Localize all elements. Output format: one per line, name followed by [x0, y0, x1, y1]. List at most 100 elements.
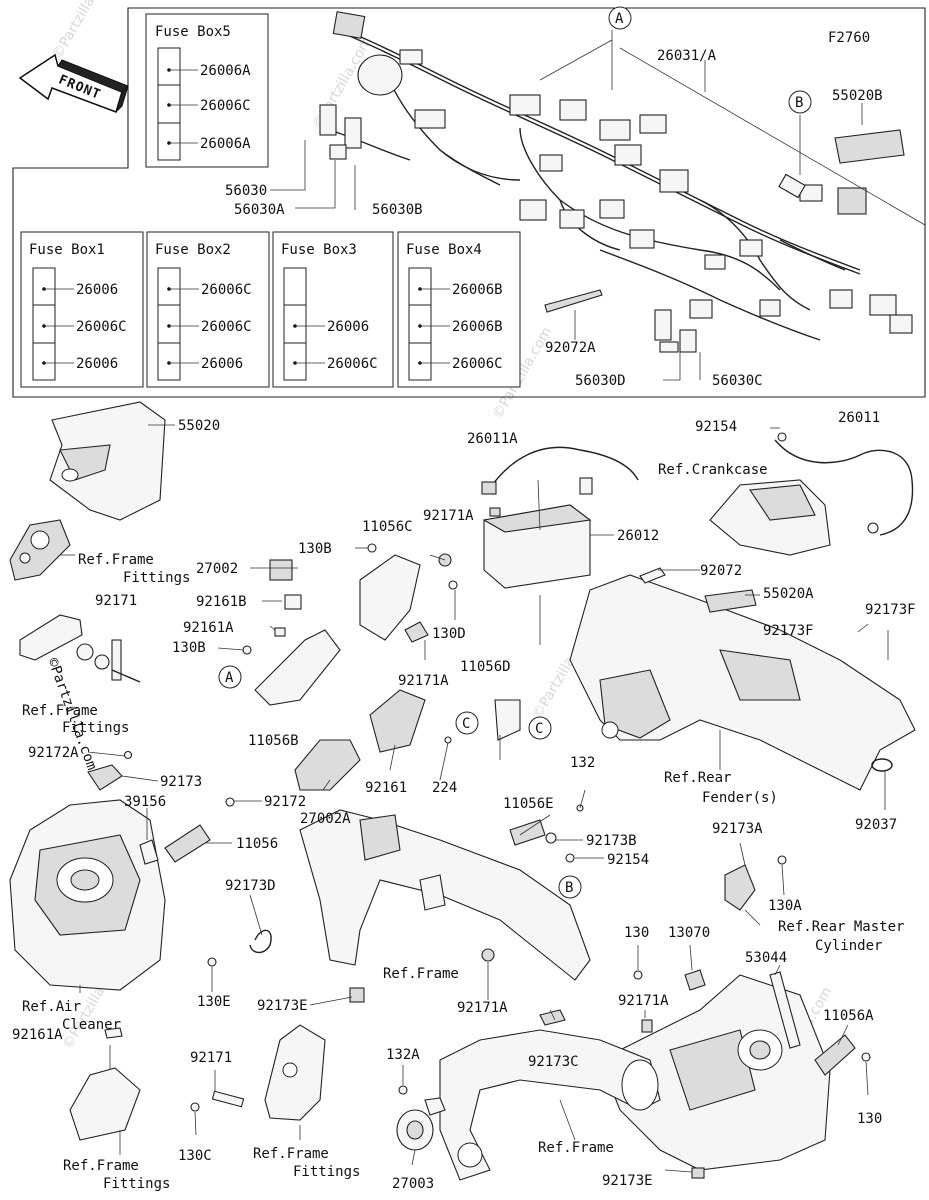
part-number-label: 92173E — [602, 1173, 653, 1189]
fuse-part-number: 26006 — [76, 356, 118, 372]
part-number-label: 92173F — [763, 623, 814, 639]
ref-label-line: Fittings — [123, 570, 190, 586]
part-number-label: 92171A — [457, 1000, 508, 1016]
part-number-label: 130 — [624, 925, 649, 941]
part-number-label: 92161A — [12, 1027, 63, 1043]
horn-27003 — [396, 1097, 446, 1151]
part-number-label: 56030 — [225, 183, 267, 199]
part-number-label: 55020 — [178, 418, 220, 434]
ref-label-line: Fender(s) — [702, 790, 778, 806]
bracket-lower-left — [69, 1027, 141, 1141]
front-arrow: FRONT — [18, 53, 129, 113]
part-number-label: 130 — [857, 1111, 882, 1127]
fuse-box-3: Fuse Box3 26006 26006C — [272, 231, 394, 388]
cover-55020 — [49, 401, 166, 521]
part-number-label: 11056B — [248, 733, 299, 749]
upper-leader-lines — [270, 30, 926, 381]
ref-label-line: Ref.Frame — [78, 552, 154, 568]
ref-label-line: Fittings — [103, 1176, 170, 1192]
fuse-part-number: 26006C — [200, 98, 251, 114]
bracket-92171 — [19, 614, 141, 683]
part-number-label: 27003 — [392, 1176, 434, 1192]
fuse-part-number: 26006A — [200, 63, 251, 79]
ref-marker-letter: A — [225, 670, 234, 686]
ref-label-line: Fittings — [293, 1164, 360, 1180]
part-number-label: 130E — [197, 994, 231, 1010]
part-number-label: 26011 — [838, 410, 880, 426]
watermark-text: ©Partzilla.com — [50, 0, 116, 62]
part-number-label: 92171 — [190, 1050, 232, 1066]
part-number-label: 27002A — [300, 811, 351, 827]
reference-labels: Ref.Frame Fittings Ref.Frame Fittings Re… — [22, 462, 904, 1192]
part-number-label: 11056D — [460, 659, 511, 675]
ecu-92161 — [369, 689, 426, 753]
ref-marker-b: B — [788, 90, 812, 114]
part-number-label: 92171 — [95, 593, 137, 609]
fuse-part-number: 26006B — [452, 282, 503, 298]
part-number-label: 11056E — [503, 796, 554, 812]
part-number-label: 92173F — [865, 602, 916, 618]
ref-label-line: Ref.Air — [22, 999, 81, 1015]
fuse-box-5: Fuse Box5 26006A 26006C 26006A — [145, 13, 269, 168]
ref-label-line: Fittings — [62, 720, 129, 736]
part-number-label: 224 — [432, 780, 457, 796]
ref-marker-a: A — [218, 665, 242, 689]
fuse-box-title: Fuse Box4 — [406, 242, 482, 258]
frame-fittings-front — [9, 519, 71, 581]
rear-subframe — [599, 971, 871, 1179]
air-cleaner-housing — [9, 799, 166, 991]
figure-code: F2760 — [828, 30, 870, 46]
fuse-part-number: 26006 — [327, 319, 369, 335]
bracket-lower-mid — [190, 1024, 326, 1121]
fuse-part-number: 26006B — [452, 319, 503, 335]
part-number-label: 39156 — [124, 794, 166, 810]
ref-marker-letter: B — [795, 95, 803, 111]
main-wiring-harness — [319, 11, 913, 353]
ref-marker-c: C — [455, 711, 479, 735]
ref-label-line: Ref.Frame — [253, 1146, 329, 1162]
part-number-label: 92161A — [183, 620, 234, 636]
fuse-part-number: 26006C — [201, 319, 252, 335]
part-number-label: 56030B — [372, 202, 423, 218]
fuse-part-number: 26006C — [76, 319, 127, 335]
ref-marker-a: A — [608, 6, 632, 30]
fuse-part-number: 26006 — [76, 282, 118, 298]
fuse-box-title: Fuse Box1 — [29, 242, 105, 258]
battery-26012 — [482, 504, 592, 589]
part-number-label: 92171A — [398, 673, 449, 689]
crankcase — [709, 479, 831, 556]
part-labels: 26031/A 55020B 56030 56030A 56030B 92072… — [12, 48, 916, 1192]
part-number-label: 92173B — [586, 833, 637, 849]
part-number-label: 11056C — [362, 519, 413, 535]
fuse-part-number: 26006C — [201, 282, 252, 298]
part-number-label: 92161B — [196, 594, 247, 610]
part-number-label: 92171A — [423, 508, 474, 524]
part-number-label: 130C — [178, 1148, 212, 1164]
part-number-label: 92037 — [855, 817, 897, 833]
fuse-box-title: Fuse Box2 — [155, 242, 231, 258]
part-number-label: 130D — [432, 626, 466, 642]
fuse-box-4: Fuse Box4 26006B 26006B 26006C — [397, 231, 521, 388]
part-number-label: 92173D — [225, 878, 276, 894]
part-number-label: 26012 — [617, 528, 659, 544]
ref-label-line: Ref.Frame — [383, 966, 459, 982]
part-number-label: 92173A — [712, 821, 763, 837]
fuse-part-number: 26006C — [327, 356, 378, 372]
bracket-11056c — [359, 553, 458, 643]
ref-label-line: Cleaner — [62, 1017, 121, 1033]
part-number-label: 92172A — [28, 745, 79, 761]
part-number-label: 11056 — [236, 836, 278, 852]
fuse-holder-11056 — [164, 797, 235, 863]
part-number-label: 92173 — [160, 774, 202, 790]
fuse-part-number: 26006 — [201, 356, 243, 372]
fuse-box-title: Fuse Box3 — [281, 242, 357, 258]
ref-label-line: Ref.Rear — [664, 770, 731, 786]
ref-label-line: Ref.Rear Master — [778, 919, 904, 935]
part-number-label: 92173E — [257, 998, 308, 1014]
part-number-label: 130A — [768, 898, 802, 914]
part-number-label: 13070 — [668, 925, 710, 941]
part-number-label: 55020A — [763, 586, 814, 602]
ref-marker-letter: A — [615, 11, 624, 27]
part-number-label: 130B — [298, 541, 332, 557]
